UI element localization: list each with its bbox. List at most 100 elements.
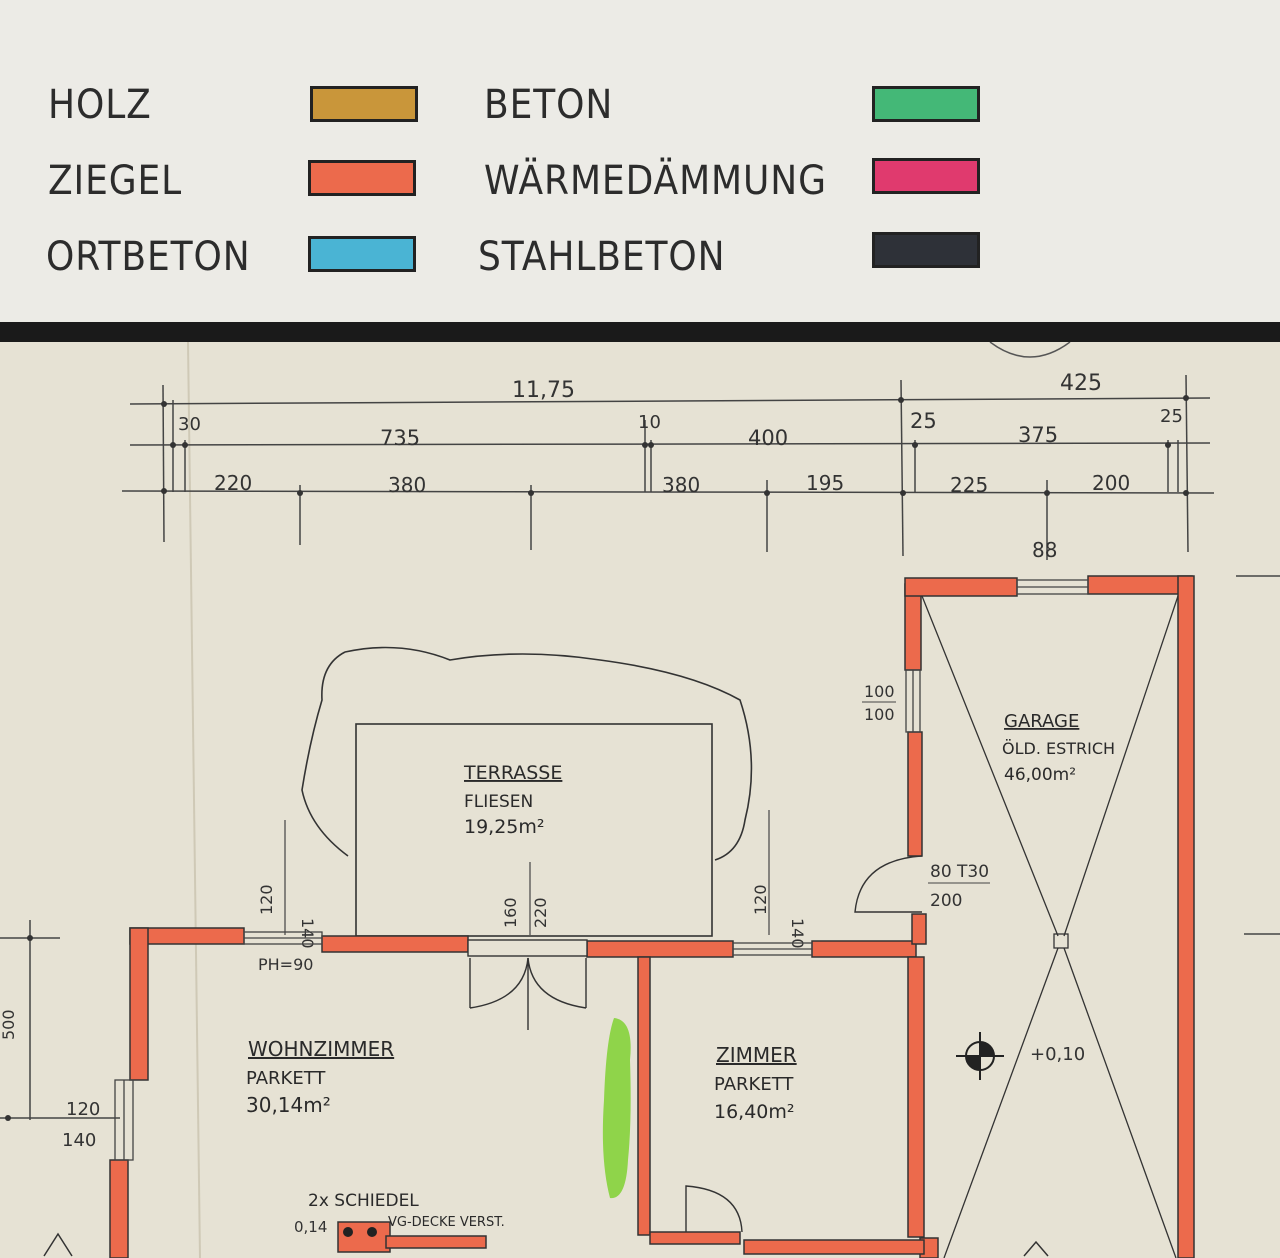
legend-swatch-ziegel: [308, 160, 416, 196]
room-zimmer-area: 16,40m²: [714, 1101, 795, 1123]
room-zimmer-name: ZIMMER: [716, 1043, 797, 1067]
garage-drain: [1053, 933, 1069, 949]
legend-swatch-waermedaemmung: [872, 158, 980, 194]
wall-partition: [637, 956, 651, 1236]
wall-north-mid: [321, 935, 469, 953]
dim-25a: 25: [910, 409, 937, 433]
wall-west-bottom: [109, 1159, 129, 1258]
note-decke: VG-DECKE VERST.: [388, 1215, 505, 1230]
terrace-door-right-leaf: [527, 957, 587, 1009]
floor-plan-drawing: 11,75 425 30 735 10 400 25 375 25 220 38…: [0, 342, 1280, 1258]
room-terrasse-floor: FLIESEN: [464, 792, 533, 812]
zimmer-door: [685, 1185, 743, 1233]
dim-200: 200: [1092, 471, 1130, 495]
north-triangle-mark: [43, 1232, 73, 1257]
brick-walls: [109, 575, 1195, 1258]
wall-garage-north-right: [1087, 575, 1193, 595]
wall-garage-west-top: [904, 583, 922, 671]
paper-fold: [187, 342, 201, 1258]
datum-symbol: [956, 1032, 1004, 1080]
wall-north-zimmer: [811, 940, 917, 958]
wall-zimmer-east: [907, 956, 925, 1238]
room-wohnzimmer-name: WOHNZIMMER: [248, 1037, 394, 1061]
dim-220: 220: [214, 471, 252, 495]
terrace-outline: [301, 646, 753, 861]
dim-total: 11,75: [512, 378, 575, 403]
garage-t30-door: [854, 855, 923, 913]
wall-garage-west-mid: [907, 731, 923, 857]
dim-garage-window-b: 100: [864, 705, 895, 724]
dim-window2-b: 140: [788, 918, 807, 949]
dim-400: 400: [748, 426, 788, 450]
dim-door-a: 160: [501, 897, 520, 928]
room-garage: GARAGE ÖLD. ESTRICH 46,00m²: [1002, 711, 1115, 785]
room-terrasse: TERRASSE FLIESEN 19,25m²: [463, 762, 562, 838]
legend-swatch-holz: [310, 86, 418, 122]
dim-door-b: 220: [531, 897, 550, 928]
wall-west-top: [129, 927, 149, 1081]
chimney-block: [337, 1221, 391, 1253]
legend-swatch-beton: [872, 86, 980, 122]
dim-window1-a: 120: [257, 884, 276, 915]
room-wohnzimmer: WOHNZIMMER PARKETT 30,14m²: [246, 1037, 394, 1117]
legend-label-ziegel: ZIEGEL: [48, 158, 183, 204]
dim-10: 10: [638, 412, 661, 433]
dim-375: 375: [1018, 423, 1058, 447]
room-garage-floor: ÖLD. ESTRICH: [1002, 739, 1115, 758]
dim-380a: 380: [388, 473, 426, 497]
dim-380b: 380: [662, 473, 700, 497]
legend-label-ortbeton: ORTBETON: [46, 234, 251, 280]
note-schiedel: 2x SCHIEDEL: [308, 1191, 419, 1211]
floor-plan: 11,75 425 30 735 10 400 25 375 25 220 38…: [0, 342, 1280, 1258]
legend-swatch-ortbeton: [308, 236, 416, 272]
dim-t30-door-b: 200: [930, 891, 962, 911]
opening-leaders: [284, 810, 770, 935]
legend-label-holz: HOLZ: [48, 82, 152, 128]
wall-garage-east: [1177, 575, 1195, 1258]
wall-south-east: [743, 1239, 925, 1255]
dim-window2-a: 120: [751, 884, 770, 915]
dim-side-140: 140: [62, 1130, 96, 1151]
dim-t30-door-a: 80 T30: [930, 862, 989, 882]
wall-south-west: [385, 1235, 487, 1249]
wall-garage-north-left: [904, 577, 1018, 597]
dim-garage-gate: 88: [1032, 538, 1057, 562]
room-garage-name: GARAGE: [1004, 711, 1079, 732]
garage-slope-lines: [921, 595, 1179, 1258]
dim-garage-window-a: 100: [864, 682, 895, 701]
doors: [467, 855, 923, 1233]
dim-735: 735: [380, 426, 420, 450]
dim-side-500: 500: [0, 1009, 18, 1040]
arc-mark: [989, 342, 1071, 358]
room-zimmer: ZIMMER PARKETT 16,40m²: [714, 1043, 797, 1123]
legend-swatch-stahlbeton: [872, 232, 980, 268]
dim-225: 225: [950, 473, 988, 497]
level-mark: +0,10: [1030, 1044, 1085, 1065]
dim-25b: 25: [1160, 406, 1183, 427]
legend-label-stahlbeton: STAHLBETON: [478, 234, 726, 280]
garage-triangle-mark: [1023, 1240, 1049, 1257]
terrace-door-left-leaf: [469, 957, 529, 1009]
dim-195: 195: [806, 471, 844, 495]
dim-30: 30: [178, 414, 201, 435]
terrace-slab: [355, 723, 713, 937]
dimension-ticks: [5, 395, 1189, 1121]
green-marker-stroke: [602, 1018, 631, 1199]
chimney-size: 0,14: [294, 1218, 327, 1236]
material-legend: HOLZ ZIEGEL ORTBETON BETON WÄRMEDÄMMUNG …: [0, 0, 1280, 322]
wall-south-zimmer: [649, 1231, 741, 1245]
legend-label-beton: BETON: [484, 82, 614, 128]
room-wohnzimmer-area: 30,14m²: [246, 1093, 331, 1117]
wall-north-east: [586, 940, 734, 958]
room-terrasse-name: TERRASSE: [463, 762, 562, 784]
dim-total-right: 425: [1060, 371, 1102, 396]
room-garage-area: 46,00m²: [1004, 765, 1076, 785]
dimension-lines: [0, 374, 1280, 1120]
dim-side-120: 120: [66, 1099, 100, 1120]
room-wohnzimmer-floor: PARKETT: [246, 1068, 326, 1089]
room-terrasse-area: 19,25m²: [464, 816, 545, 838]
room-zimmer-floor: PARKETT: [714, 1074, 794, 1095]
parapet-height: PH=90: [258, 955, 313, 974]
legend-label-waermedaemmung: WÄRMEDÄMMUNG: [484, 158, 827, 204]
wall-garage-west-low: [911, 913, 927, 945]
